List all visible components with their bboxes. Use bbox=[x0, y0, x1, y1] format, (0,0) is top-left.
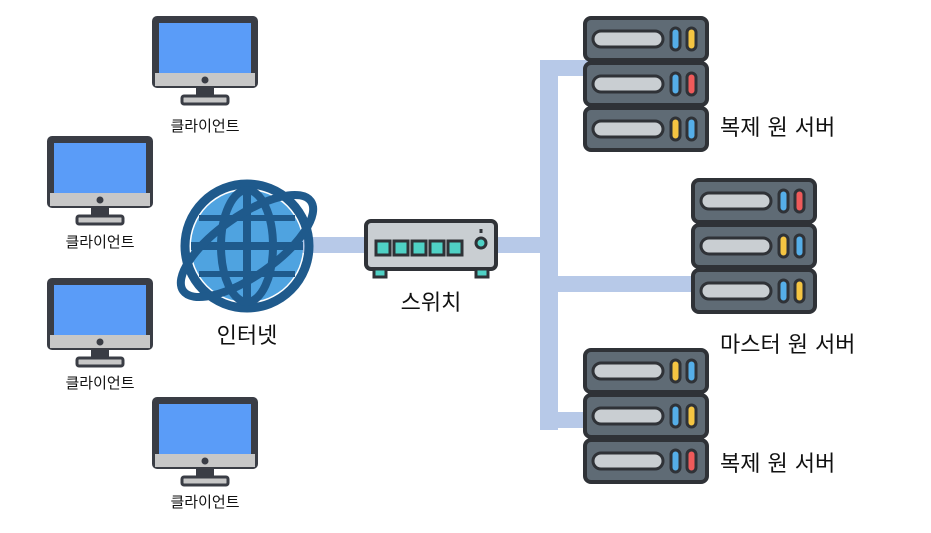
globe-icon bbox=[176, 179, 318, 313]
link-trunk-vertical bbox=[540, 60, 558, 430]
link-internet-switch bbox=[300, 237, 380, 253]
client-monitors bbox=[47, 16, 258, 487]
monitor-icon bbox=[47, 136, 153, 226]
server-rack-icon bbox=[691, 178, 817, 314]
client-label-2: 클라이언트 bbox=[65, 233, 135, 251]
link-master bbox=[540, 276, 720, 292]
server-label-master: 마스터 원 서버 bbox=[720, 333, 856, 358]
server-rack-icon bbox=[583, 16, 709, 152]
monitor-icon bbox=[47, 278, 153, 368]
server-label-replica-bottom: 복제 원 서버 bbox=[720, 452, 836, 477]
client-label-4: 클라이언트 bbox=[170, 493, 240, 511]
switch-label: 스위치 bbox=[400, 291, 462, 316]
server-rack-icon bbox=[583, 348, 709, 484]
server-label-replica-top: 복제 원 서버 bbox=[720, 116, 836, 141]
monitor-icon bbox=[152, 16, 258, 106]
servers bbox=[583, 16, 817, 484]
monitor-icon bbox=[152, 397, 258, 487]
client-label-1: 클라이언트 bbox=[170, 117, 240, 135]
link-switch-trunk bbox=[490, 237, 550, 253]
network-switch-icon bbox=[364, 219, 498, 279]
internet-label: 인터넷 bbox=[216, 324, 278, 349]
client-label-3: 클라이언트 bbox=[65, 374, 135, 392]
